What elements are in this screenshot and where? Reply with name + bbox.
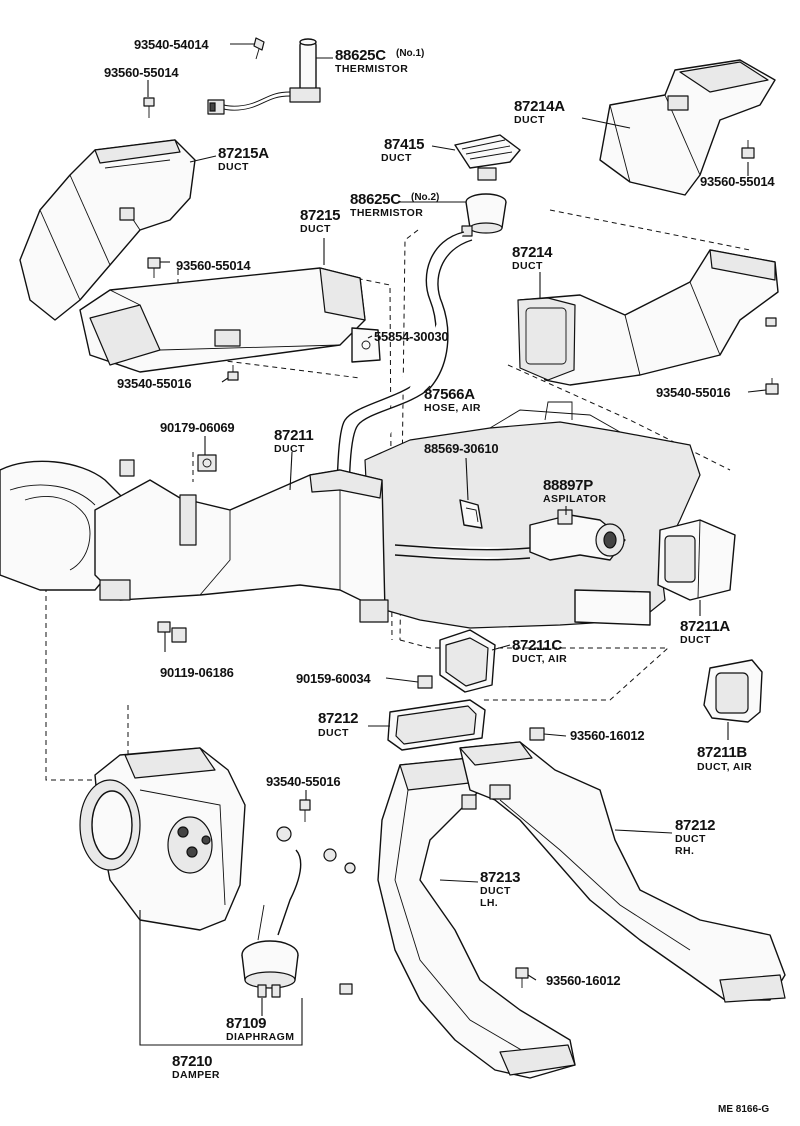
label-l15-part: 87566A — [424, 386, 475, 403]
label-l08-qual: (No.2) — [411, 192, 439, 203]
duct-87215a — [19, 139, 196, 321]
screw-93540-55016-a — [227, 365, 239, 381]
small-nuts — [276, 826, 356, 995]
bracket-55854-30030 — [351, 327, 381, 363]
duct-87215 — [79, 267, 366, 373]
label-l31-part: 87109 — [226, 1015, 266, 1032]
label-l02-qual: (No.1) — [396, 48, 424, 59]
diaphragm-87109 — [241, 849, 302, 998]
label-l29-desc2: LH. — [480, 897, 498, 909]
nut-90179-06069 — [197, 454, 217, 472]
label-l08-part: 88625C — [350, 191, 401, 208]
label-l27-part: 93540-55016 — [266, 774, 340, 789]
label-l06-desc: DUCT — [218, 161, 249, 173]
label-l28-desc: DUCT — [675, 833, 706, 845]
label-l26-desc: DUCT, AIR — [697, 761, 752, 773]
duct-87212-frame — [387, 699, 486, 751]
label-l05-part: 87415 — [384, 136, 424, 153]
duct-87212-rh — [459, 741, 786, 1003]
duct-87415 — [454, 134, 521, 181]
diagram-code: ME 8166-G — [718, 1104, 769, 1115]
blower-housing — [0, 459, 135, 591]
label-l18-part: 88569-30610 — [424, 441, 498, 456]
label-l10-part: 87214 — [512, 244, 553, 261]
label-l02-desc: THERMISTOR — [335, 63, 408, 75]
duct-87211 — [94, 469, 389, 623]
label-l02-part: 88625C — [335, 47, 386, 64]
label-l20-part: 87211A — [680, 618, 730, 635]
label-l24-desc: DUCT — [318, 727, 349, 739]
screw-93540-55016-b — [765, 378, 779, 395]
thermistor-no1 — [207, 38, 321, 115]
clip-88569-30610 — [459, 499, 483, 529]
bolt-87214 — [765, 317, 777, 327]
label-l06-part: 87215A — [218, 145, 269, 162]
label-l10-desc: DUCT — [512, 260, 543, 272]
label-l16-part: 90179-06069 — [160, 420, 234, 435]
label-l09-part: 87215 — [300, 207, 340, 224]
label-l21-part: 87211C — [512, 637, 562, 654]
label-l32-part: 87210 — [172, 1053, 212, 1070]
label-l22-part: 90119-06186 — [160, 665, 234, 680]
heater-unit — [364, 401, 701, 629]
label-l08-desc: THERMISTOR — [350, 207, 423, 219]
label-l01-part: 93540-54014 — [134, 37, 209, 52]
bolt-93560-55014-c — [741, 140, 755, 159]
bolt-93560-55014-a — [143, 97, 155, 118]
label-l07-part: 93560-55014 — [700, 174, 775, 189]
label-l14-part: 93540-55016 — [656, 385, 730, 400]
label-l29-desc: DUCT — [480, 885, 511, 897]
label-l25-part: 93560-16012 — [570, 728, 644, 743]
label-l23-part: 90159-60034 — [296, 671, 371, 686]
bolt-93560-16012-a — [529, 727, 545, 741]
duct-87211b — [703, 659, 763, 723]
duct-87214 — [517, 249, 779, 386]
label-l17-part: 87211 — [274, 427, 313, 444]
label-l20-desc: DUCT — [680, 634, 711, 646]
label-l31-desc: DIAPHRAGM — [226, 1031, 294, 1043]
label-l24-part: 87212 — [318, 710, 358, 727]
bolt-93560-16012-b — [515, 967, 529, 988]
part-labels: 93540-54014 88625C (No.1) THERMISTOR 935… — [104, 37, 776, 1115]
label-l26-part: 87211B — [697, 744, 747, 761]
label-l17-desc: DUCT — [274, 443, 305, 455]
label-l15-desc: HOSE, AIR — [424, 402, 481, 414]
label-l19-desc: ASPILATOR — [543, 493, 606, 505]
label-l04-desc: DUCT — [514, 114, 545, 126]
screw-90159-60034 — [417, 675, 433, 689]
damper-87210 — [79, 747, 246, 931]
label-l21-desc: DUCT, AIR — [512, 653, 567, 665]
bolt-93560-55014-b — [147, 257, 161, 278]
label-l05-desc: DUCT — [381, 152, 412, 164]
thermistor-no2 — [461, 193, 507, 237]
label-l13-part: 93540-55016 — [117, 376, 191, 391]
bolt-90119-06186 — [157, 621, 187, 643]
duct-87214a — [599, 59, 776, 196]
label-l11-part: 93560-55014 — [176, 258, 251, 273]
label-l30-part: 93560-16012 — [546, 973, 620, 988]
screw-93540-55016-c — [299, 799, 311, 822]
leader-lines — [139, 43, 767, 1046]
aspirator-88897p — [394, 509, 626, 561]
label-l12-part: 55854-30030 — [374, 329, 448, 344]
duct-87211c — [439, 629, 496, 693]
label-l32-desc: DAMPER — [172, 1069, 220, 1081]
label-l03-part: 93560-55014 — [104, 65, 179, 80]
label-l04-part: 87214A — [514, 98, 565, 115]
label-l28-part: 87212 — [675, 817, 715, 834]
label-l28-desc2: RH. — [675, 845, 694, 857]
label-l19-part: 88897P — [543, 477, 593, 494]
duct-87211a — [657, 519, 736, 601]
label-l09-desc: DUCT — [300, 223, 331, 235]
duct-87213-lh — [377, 757, 576, 1079]
label-l29-part: 87213 — [480, 869, 520, 886]
screw-93540-54014 — [253, 37, 265, 60]
